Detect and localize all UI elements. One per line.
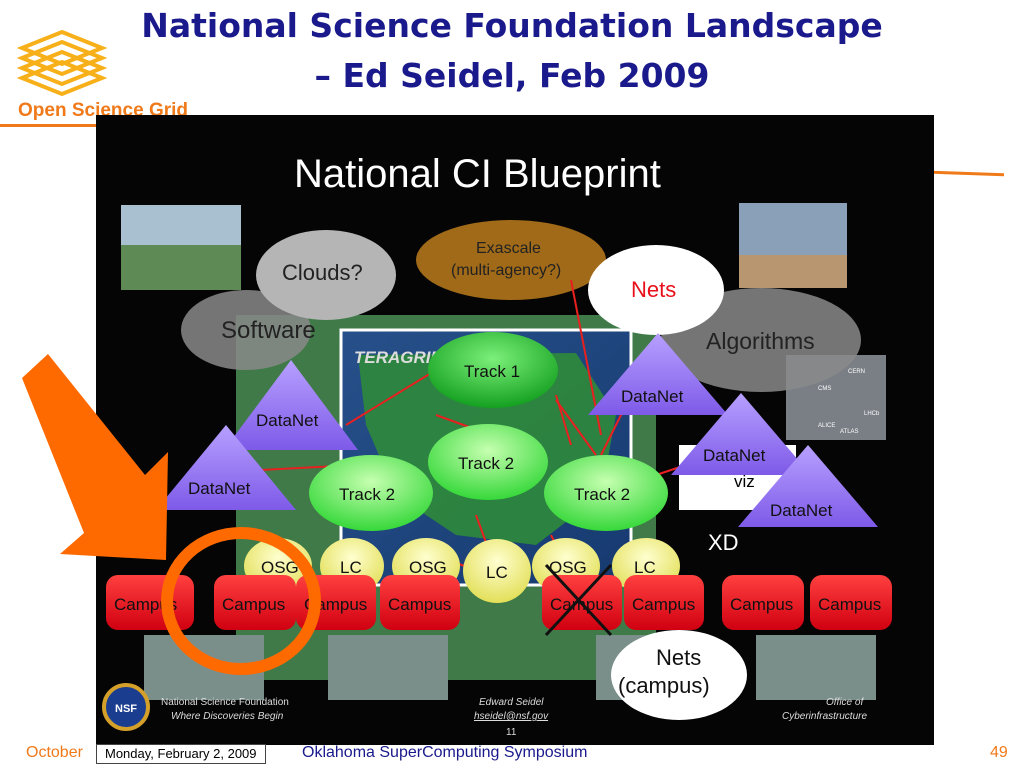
nsf-seal-text: NSF [115,703,137,715]
campus-box [380,575,460,630]
datanet-label: DataNet [188,479,251,498]
orange-rule [0,124,110,127]
clouds-bubble [256,230,396,320]
datanet-label: DataNet [770,501,833,520]
datanet-triangle [588,333,728,415]
viz-label: viz [734,472,755,491]
osg-label: OSG [549,558,587,577]
software-label: Software [221,317,316,344]
exascale-label-2: (multi-agency?) [451,262,561,279]
lc-circle [463,539,531,603]
highlight-circle-icon [161,527,321,675]
track-2-node [309,455,433,531]
page-title-line1: National Science Foundation Landscape [141,6,883,45]
campus-box [214,575,296,630]
campus-label: Campus [222,595,285,614]
osg-label: OSG [409,558,447,577]
algorithms-label: Algorithms [706,328,815,354]
clouds-label: Clouds? [282,260,363,285]
track-2-label: Track 2 [574,485,630,504]
slide-heading: National CI Blueprint [294,152,661,196]
page-number: 49 [990,744,1008,761]
photo-label: ALICE [818,423,835,429]
track-2-node [428,424,548,500]
datanet-label: DataNet [621,387,684,406]
arrow-icon [22,354,168,560]
lc-label: LC [340,558,362,577]
campus-label: Campus [818,595,881,614]
osg-logo-icon [16,29,108,97]
page-title-line2: – Ed Seidel, Feb 2009 [314,56,710,95]
photo-label: LHCb [864,411,880,417]
osg-label: OSG [261,558,299,577]
datanet-triangle [224,360,358,450]
slide-footer-page: 11 [506,727,517,738]
nets-campus-label-1: Nets [656,645,701,670]
nets-bubble [588,245,724,335]
slide-footer-mid-1: Edward Seidel [479,697,544,708]
datanet-triangle [738,445,878,527]
track-1-label: Track 1 [464,362,520,381]
slide-footer-mid-2: hseidel@nsf.gov [474,711,549,722]
track-2-node [544,455,668,531]
campus-box [810,575,892,630]
campus-label: Campus [730,595,793,614]
track-2-label: Track 2 [458,454,514,473]
slide-footer-right-2: Cyberinfrastructure [782,711,867,722]
exascale-label-1: Exascale [476,240,541,257]
footer-date: October [26,744,83,761]
lc-label: LC [634,558,656,577]
datanet-triangle [156,425,296,510]
datanet-label: DataNet [703,446,766,465]
exascale-bubble [416,220,606,300]
campus-box [722,575,804,630]
footer-center: Oklahoma SuperComputing Symposium [302,744,588,761]
nets-campus-bubble [611,630,747,720]
campus-box [624,575,704,630]
photo-students [756,635,876,700]
embedded-slide: TERAGRID viz XD National CI Blueprint CE… [96,115,934,745]
datanet-label: DataNet [256,411,319,430]
teragrid-label: TERAGRID [354,348,443,367]
nets-campus-label-2: (campus) [618,673,710,698]
nsf-seal-icon [102,683,150,731]
software-bubble [181,290,311,370]
crossed-out-icon [544,563,613,637]
campus-label: Campus [632,595,695,614]
photo-label: CMS [818,386,831,392]
footer-date-box: Monday, February 2, 2009 [96,744,266,764]
slide-footer-right-1: Office of [826,697,864,708]
datanet-triangle [671,393,811,475]
blueprint-diagram: TERAGRID viz XD National CI Blueprint CE… [102,152,892,738]
lc-label: LC [486,563,508,582]
track-2-label: Track 2 [339,485,395,504]
track-1-node [428,332,558,408]
photo-label: ATLAS [840,429,859,435]
nets-label: Nets [631,277,676,302]
slide-footer-left-1: National Science Foundation [161,697,289,708]
xd-label: XD [708,530,739,555]
slide-footer-left-2: Where Discoveries Begin [171,711,284,722]
campus-label: Campus [388,595,451,614]
photo-students [328,635,448,700]
photo-label: CERN [848,369,865,375]
